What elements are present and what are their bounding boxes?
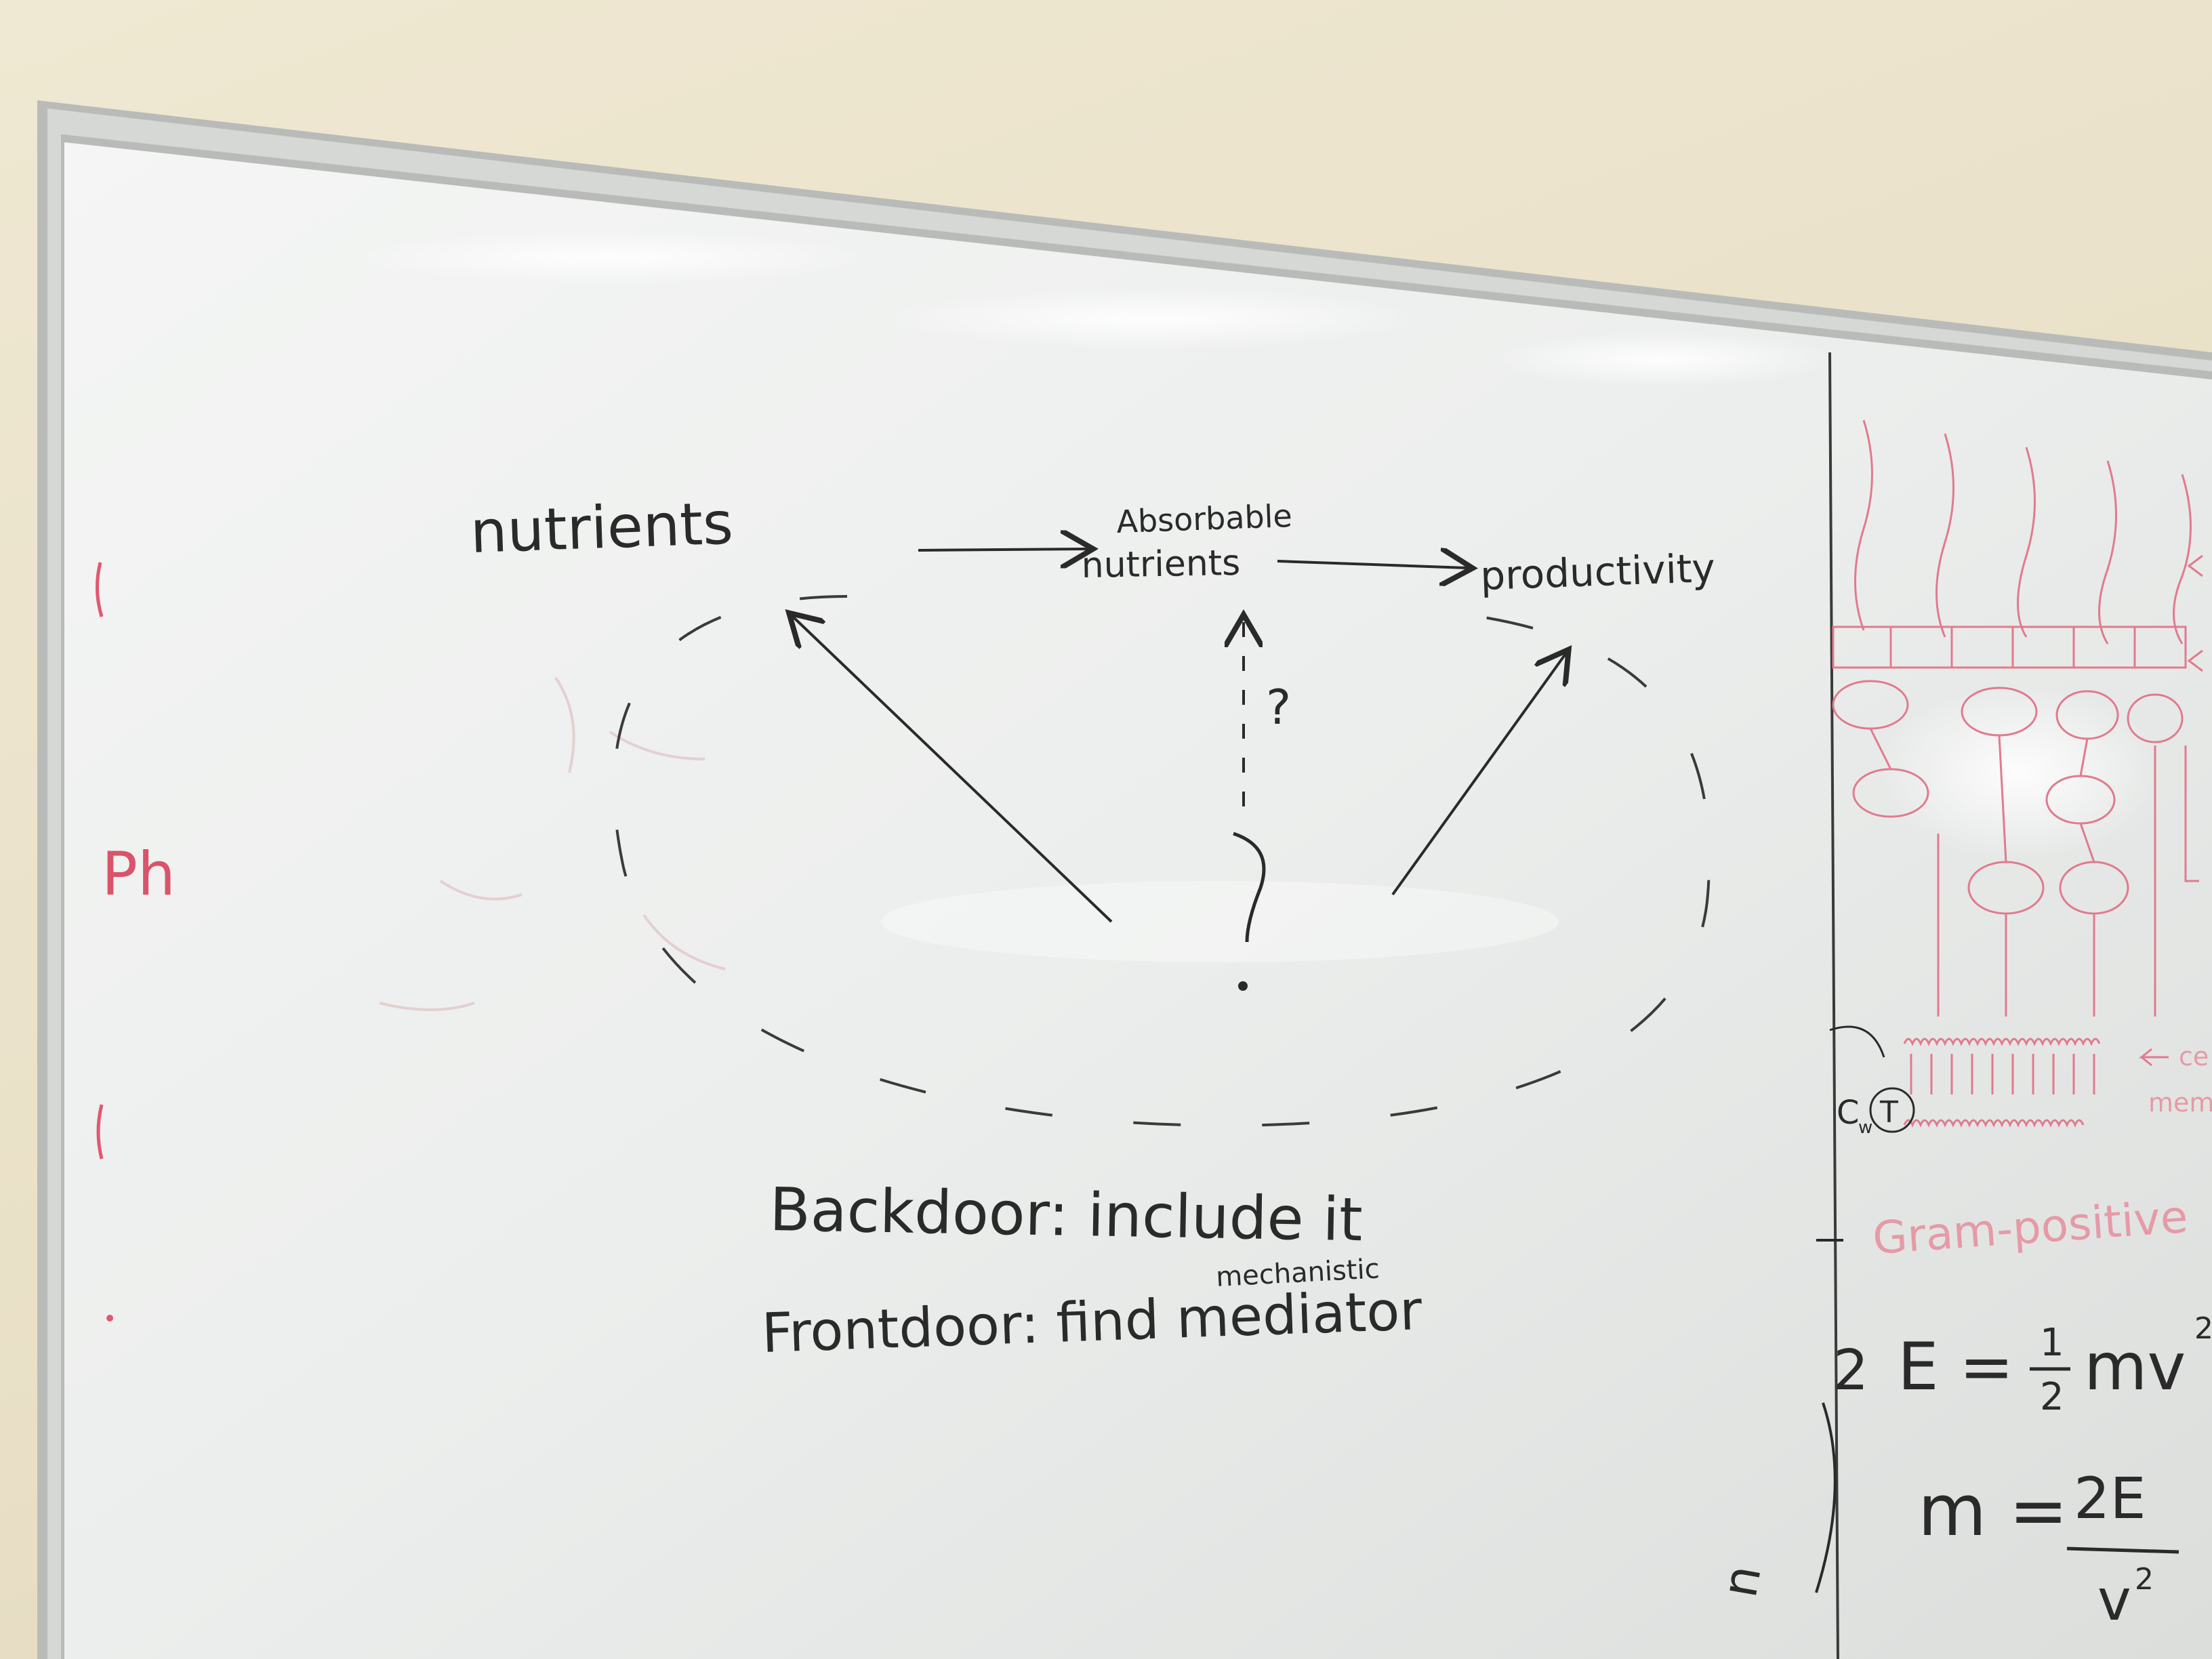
membrane-bead-row-2	[1903, 1119, 2085, 1128]
left-margin-mark-1	[96, 562, 104, 617]
equations: 2 E = 1 2 mv 2 m = 2E v 2	[1833, 1311, 2212, 1633]
left-margin-dot	[106, 1315, 113, 1322]
cell-node-r1-4	[2127, 693, 2184, 743]
confounder-dot	[1238, 981, 1248, 991]
equation-1-frac-num: 1	[2040, 1321, 2064, 1365]
cell-side-bracket	[2184, 745, 2199, 882]
equation-2-frac-bar	[2066, 1547, 2179, 1554]
arrow-absorbable-to-productivity	[1277, 561, 1467, 568]
circled-term-pointer	[1829, 1025, 1885, 1058]
pointer-arrow-mid	[2187, 649, 2203, 672]
equation-2-den: v	[2097, 1567, 2131, 1633]
cell-connector-1	[1869, 728, 1892, 770]
erased-marks	[379, 676, 726, 1011]
backdoor-note: Backdoor: include it	[769, 1174, 1364, 1254]
membrane-bead-row-1	[1903, 1038, 2101, 1046]
pointer-arrow-membrane	[2138, 1048, 2169, 1067]
cell-connector-4	[2079, 823, 2095, 863]
circle-label-c-sub: w	[1858, 1118, 1872, 1138]
equation-1-right: mv	[2084, 1329, 2186, 1405]
circle-label-c: C	[1837, 1094, 1860, 1132]
equation-1-left: E =	[1898, 1329, 2014, 1405]
cell-layer-top	[1832, 626, 2187, 669]
cell-label-1: ce	[2179, 1042, 2209, 1071]
whiteboard-surface	[64, 142, 2212, 1659]
equation-2-den-exp: 2	[2135, 1562, 2154, 1597]
arrow-nutrients-to-absorbable	[918, 549, 1088, 550]
squiggle-mark	[1233, 832, 1266, 943]
light-glare	[352, 230, 2162, 962]
causal-diagram: nutrients Absorbable nutrients productiv…	[469, 490, 1716, 1127]
equation-prefix: 2	[1833, 1338, 1868, 1403]
node-absorbable-line2: nutrients	[1081, 543, 1241, 586]
cell-wavy-line-3	[2017, 447, 2036, 638]
equation-2-left: m =	[1918, 1469, 2068, 1552]
left-margin-mark-2	[96, 1104, 104, 1160]
cell-wavy-line-1	[1854, 419, 1873, 631]
cell-wavy-line-5	[2173, 474, 2192, 644]
arrow-confounder-to-nutrients	[793, 617, 1113, 923]
board-panel-divider	[1828, 352, 1839, 1659]
pointer-arrow-top	[2187, 554, 2203, 577]
equation-2-num: 2E	[2074, 1465, 2146, 1532]
cell-wavy-line-2	[1936, 433, 1954, 638]
node-productivity: productivity	[1479, 545, 1716, 599]
equation-1-exp: 2	[2194, 1311, 2212, 1346]
question-mark: ?	[1266, 680, 1291, 735]
left-margin-fragment: Ph	[102, 839, 176, 909]
equation-1-frac-den: 2	[2040, 1375, 2064, 1419]
circled-term: C w T	[1829, 1025, 1915, 1138]
cell-connector-3	[2079, 738, 2089, 777]
membrane-comb	[1910, 1054, 2095, 1094]
circle-label-t: T	[1879, 1095, 1898, 1130]
cell-wall-diagram	[1832, 419, 2203, 1128]
divider-bracket	[1815, 1402, 1837, 1593]
left-margin-marks: Ph	[96, 562, 176, 1322]
circled-t	[1869, 1087, 1915, 1133]
node-nutrients: nutrients	[469, 490, 734, 567]
arrow-confounder-to-productivity	[1391, 654, 1565, 896]
node-absorbable-line1: Absorbable	[1115, 497, 1292, 540]
cell-wavy-line-4	[2098, 460, 2117, 644]
dashed-oval-boundary	[613, 595, 1711, 1127]
cell-connector-2	[1998, 735, 2007, 863]
cell-label-2: membr	[2148, 1088, 2212, 1118]
